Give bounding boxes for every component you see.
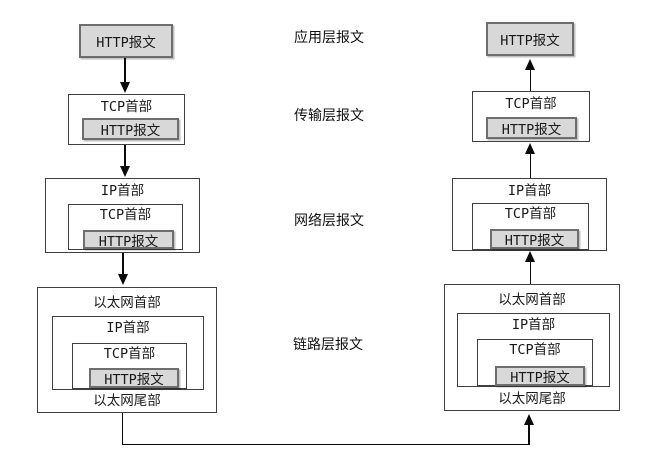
http-message-label: HTTP报文	[504, 233, 565, 249]
up-arrow-icon	[524, 414, 534, 425]
tcp-header-label: TCP首部	[99, 207, 152, 223]
ip-header-label: IP首部	[511, 317, 556, 333]
right-link-ip-box: IP首部 TCP首部 HTTP报文	[457, 313, 610, 387]
tcp-header-label: TCP首部	[103, 346, 156, 362]
ethernet-trailer-label: 以太网尾部	[93, 393, 161, 409]
http-message-label: HTTP报文	[104, 372, 164, 388]
left-transport-http-payload-box: HTTP报文	[82, 118, 179, 140]
right-network-tcp-box: TCP首部 HTTP报文	[472, 203, 589, 250]
left-transport-tcp-box: TCP首部 HTTP报文	[68, 94, 185, 145]
ethernet-trailer-label: 以太网尾部	[498, 391, 566, 407]
right-transport-tcp-box: TCP首部 HTTP报文	[472, 91, 590, 142]
ip-header-label: IP首部	[100, 183, 145, 199]
http-message-label: HTTP报文	[96, 35, 156, 51]
tcp-header-label: TCP首部	[505, 96, 557, 112]
http-message-label: HTTP报文	[500, 33, 560, 49]
right-network-ip-box: IP首部 TCP首部 HTTP报文	[452, 178, 607, 251]
layer-label-network: 网络层报文	[294, 212, 364, 228]
layer-label-transport: 传输层报文	[294, 107, 364, 123]
ip-header-label: IP首部	[106, 320, 150, 336]
left-link-http-payload-box: HTTP报文	[89, 368, 179, 388]
http-message-label: HTTP报文	[98, 233, 159, 250]
layer-label-link: 链路层报文	[293, 336, 363, 352]
left-network-ip-box: IP首部 TCP首部 HTTP报文	[45, 178, 200, 253]
layer-label-application: 应用层报文	[294, 29, 364, 45]
http-message-label: HTTP报文	[100, 123, 161, 139]
ethernet-header-label: 以太网首部	[498, 292, 566, 308]
right-link-http-payload-box: HTTP报文	[495, 366, 585, 386]
left-network-http-payload-box: HTTP报文	[83, 230, 174, 250]
right-link-tcp-box: TCP首部 HTTP报文	[477, 339, 593, 386]
right-application-http-box: HTTP报文	[486, 22, 574, 56]
http-message-label: HTTP报文	[510, 370, 570, 386]
right-transport-http-payload-box: HTTP报文	[486, 117, 577, 139]
left-link-ip-box: IP首部 TCP首部 HTTP报文	[52, 316, 204, 390]
tcp-header-label: TCP首部	[504, 206, 557, 222]
left-application-http-box: HTTP报文	[79, 24, 173, 58]
left-network-tcp-box: TCP首部 HTTP报文	[68, 204, 183, 250]
right-network-http-payload-box: HTTP报文	[490, 229, 579, 249]
http-message-label: HTTP报文	[501, 122, 562, 138]
ethernet-header-label: 以太网首部	[93, 295, 161, 311]
tcp-header-label: TCP首部	[100, 99, 153, 115]
ip-header-label: IP首部	[507, 183, 552, 199]
tcp-header-label: TCP首部	[509, 342, 561, 358]
left-link-ethernet-frame-box: 以太网首部 IP首部 TCP首部 HTTP报文 以太网尾部	[37, 287, 217, 413]
right-link-ethernet-frame-box: 以太网首部 IP首部 TCP首部 HTTP报文 以太网尾部	[444, 284, 620, 411]
left-link-tcp-box: TCP首部 HTTP报文	[72, 343, 187, 389]
